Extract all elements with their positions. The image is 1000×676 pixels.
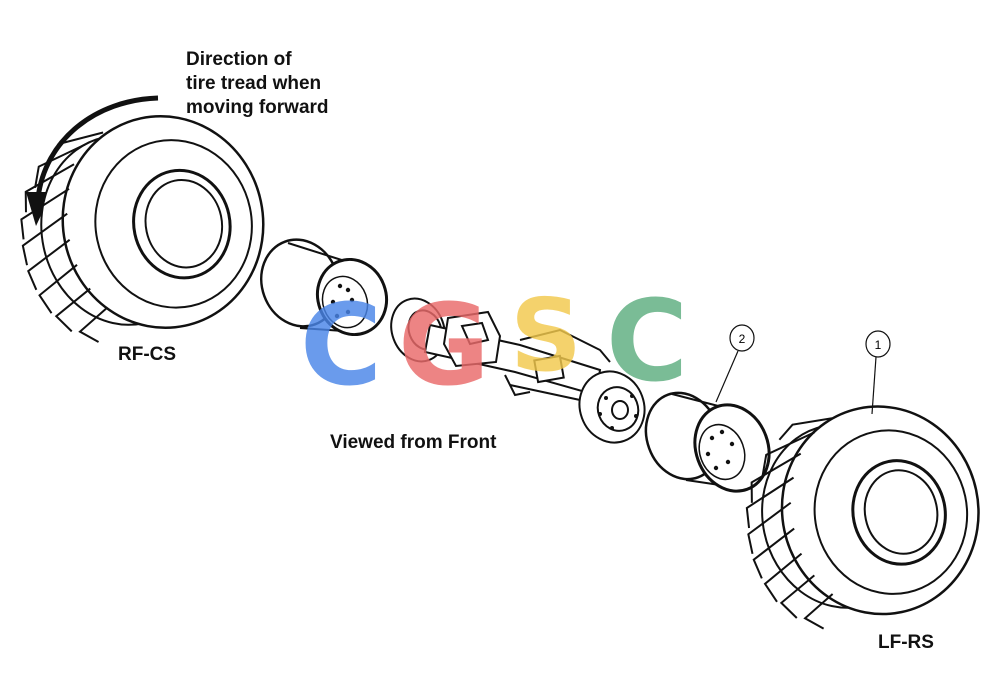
right-wheel-rim: [644, 391, 771, 493]
callout-number-1: 1: [875, 338, 882, 352]
tread-direction-line-1: Direction of: [186, 49, 292, 70]
watermark-letter-g: G: [398, 281, 490, 411]
tread-direction-line-3: moving forward: [186, 97, 329, 118]
watermark-letter-s: S: [510, 277, 582, 394]
tread-direction-line-2: tire tread when: [186, 73, 322, 94]
watermark-letter-c1: C: [300, 281, 382, 411]
tread-direction-note: Direction of tire tread when moving forw…: [186, 48, 329, 120]
left-wheel-rim: [260, 238, 388, 337]
callout-wheel-rim: 2: [715, 324, 755, 403]
right-front-tire-label: RF-CS: [118, 344, 177, 365]
right-front-tire: [20, 115, 265, 343]
left-front-tire-label: LF-RS: [878, 632, 934, 653]
callout-tire: 1: [865, 330, 891, 415]
callout-number-2: 2: [739, 332, 746, 346]
axle-housing: [390, 297, 646, 444]
view-orientation-label: Viewed from Front: [330, 432, 497, 453]
left-front-tire: [745, 405, 980, 630]
watermark-letter-c2: C: [606, 277, 688, 407]
cgsc-watermark: C G S C: [300, 277, 688, 411]
